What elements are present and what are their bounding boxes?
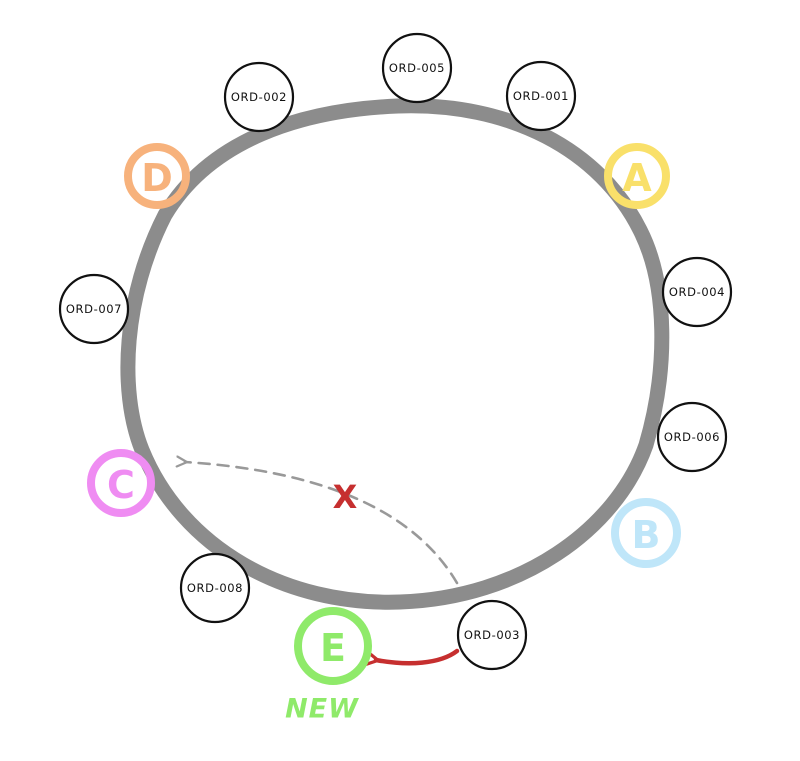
order-node-label: ORD-008 <box>187 581 243 595</box>
new-server-tag: NEW <box>285 694 359 725</box>
server-node-letter: E <box>320 626 346 670</box>
server-node-letter: D <box>141 156 173 200</box>
server-node-circle <box>611 498 681 568</box>
server-node-letter: B <box>632 513 661 557</box>
order-node-label: ORD-003 <box>464 628 520 642</box>
order-node-circle <box>223 61 295 133</box>
server-node-letter: A <box>622 156 652 200</box>
server-node-letter: C <box>107 463 135 507</box>
server-node-circle <box>87 449 155 517</box>
order-node-ord-006: ORD-006 <box>656 401 728 473</box>
hash-ring <box>120 98 670 610</box>
server-node-circle <box>294 607 372 685</box>
order-node-ord-003: ORD-003 <box>456 599 528 671</box>
order-node-circle <box>58 273 130 345</box>
order-node-ord-001: ORD-001 <box>505 60 577 132</box>
order-node-label: ORD-007 <box>66 302 122 316</box>
server-node-e: E NEW <box>285 607 372 725</box>
order-node-circle <box>381 32 453 104</box>
server-node-d: D <box>124 143 190 209</box>
server-node-a: A <box>604 143 670 209</box>
server-node-circle <box>124 143 190 209</box>
new-mapping-arrow <box>376 648 460 663</box>
order-node-circle <box>656 401 728 473</box>
order-node-label: ORD-005 <box>389 61 445 75</box>
server-node-circle <box>604 143 670 209</box>
order-node-ord-005: ORD-005 <box>381 32 453 104</box>
order-node-ord-004: ORD-004 <box>661 256 733 328</box>
old-mapping: X <box>185 462 459 585</box>
order-node-ord-008: ORD-008 <box>179 552 251 624</box>
order-node-ord-007: ORD-007 <box>58 273 130 345</box>
order-node-circle <box>179 552 251 624</box>
order-node-label: ORD-001 <box>513 89 569 103</box>
rejected-x-mark: X <box>333 478 358 516</box>
order-node-circle <box>661 256 733 328</box>
server-node-b: B <box>611 498 681 568</box>
order-node-circle <box>456 599 528 671</box>
order-node-label: ORD-006 <box>664 430 720 444</box>
order-node-label: ORD-002 <box>231 90 287 104</box>
server-node-c: C <box>87 449 155 517</box>
order-node-circle <box>505 60 577 132</box>
old-mapping-arrow <box>185 462 459 585</box>
order-node-ord-002: ORD-002 <box>223 61 295 133</box>
order-node-label: ORD-004 <box>669 285 725 299</box>
